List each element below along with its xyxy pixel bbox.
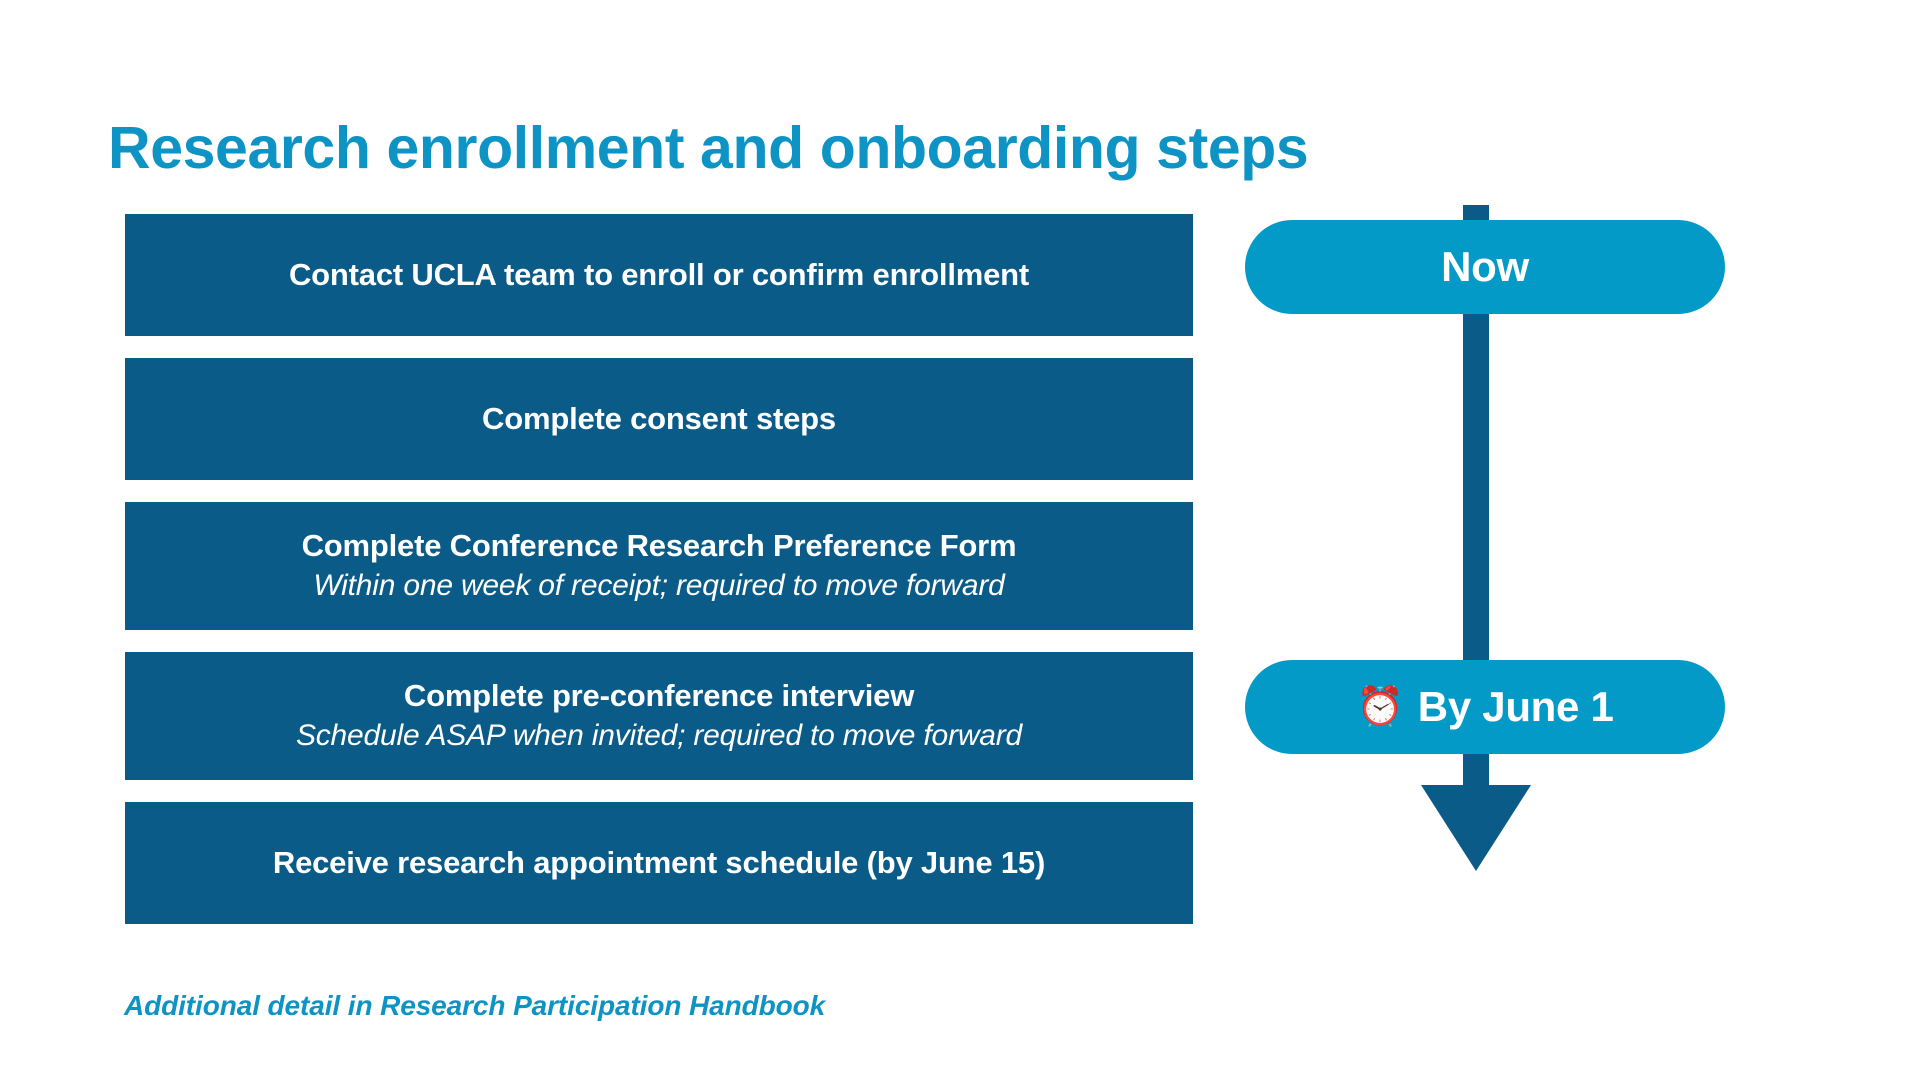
steps-list: Contact UCLA team to enroll or confirm e… [125,214,1193,946]
step-box-5: Receive research appointment schedule (b… [125,802,1193,924]
footer-note: Additional detail in Research Participat… [124,990,826,1021]
step-title: Complete consent steps [482,401,836,437]
alarm-clock-icon: ⏰ [1356,686,1404,728]
timeline-arrow-down-icon [1421,785,1531,871]
step-title: Complete Conference Research Preference … [301,528,1017,564]
step-title: Receive research appointment schedule (b… [272,845,1046,881]
step-subtitle: Within one week of receipt; required to … [313,568,1005,602]
step-subtitle: Schedule ASAP when invited; required to … [295,718,1023,752]
step-box-2: Complete consent steps [125,358,1193,480]
step-title: Contact UCLA team to enroll or confirm e… [289,257,1029,293]
page-title: Research enrollment and onboarding steps [108,115,1309,181]
timeline: Now ⏰ By June 1 [1245,205,1745,925]
step-title: Complete pre-conference interview [403,678,915,714]
step-box-1: Contact UCLA team to enroll or confirm e… [125,214,1193,336]
step-box-4: Complete pre-conference interview Schedu… [125,652,1193,780]
timeline-marker-label: Now [1441,243,1529,290]
timeline-marker-by-june-1: ⏰ By June 1 [1245,660,1725,754]
timeline-marker-label: By June 1 [1417,683,1614,730]
step-box-3: Complete Conference Research Preference … [125,502,1193,630]
timeline-marker-now: Now [1245,220,1725,314]
